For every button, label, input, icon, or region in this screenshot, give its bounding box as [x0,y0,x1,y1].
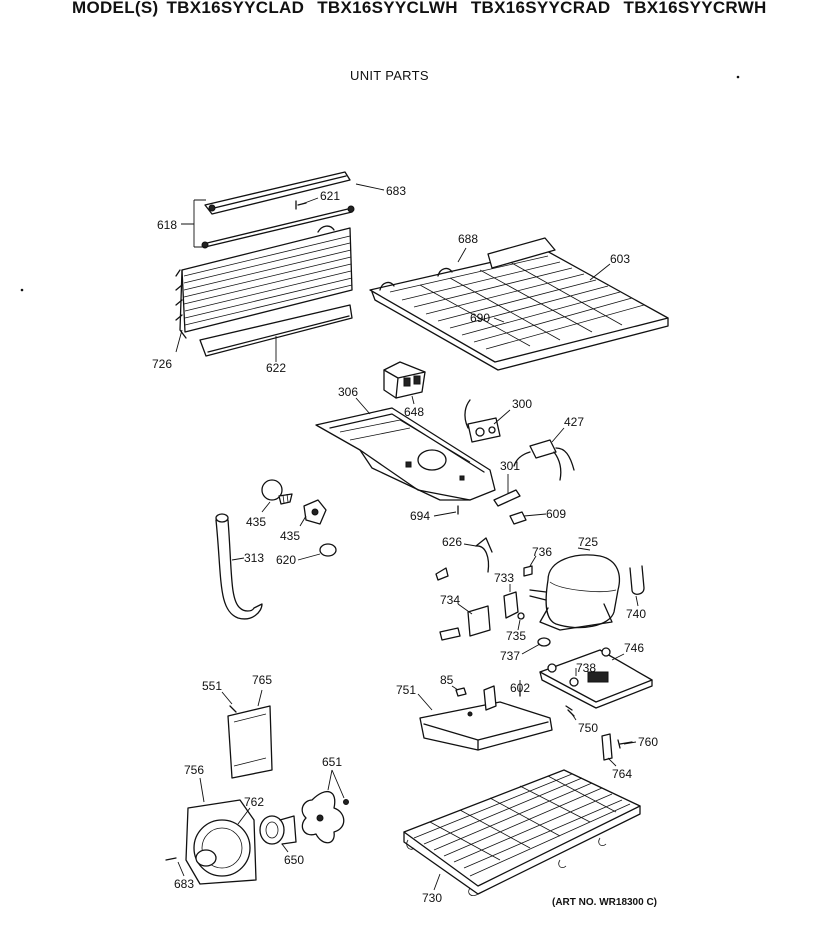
callout-551: 551 [202,679,222,693]
model-number: TBX16SYYCRAD [470,0,611,17]
callout-labels: 683 621 618 688 603 726 622 690 306 648 … [152,184,658,905]
callout-746: 746 [624,641,644,655]
callout-leaders [175,183,639,891]
part-light-socket-small [303,499,327,525]
callout-626: 626 [442,535,462,549]
model-number: TBX16SYYCLWH [317,0,458,17]
callout-300: 300 [512,397,532,411]
page-title: MODEL(S) TBX16SYYCLAD TBX16SYYCLWH TBX16S… [72,0,775,18]
callout-764: 764 [612,767,632,781]
callout-737: 737 [500,649,520,663]
callout-648: 648 [404,405,424,419]
part-fan-blade [301,790,345,844]
callout-435: 435 [280,529,300,543]
callout-762: 762 [244,795,264,809]
callout-760: 760 [638,735,658,749]
part-light-socket [493,489,521,507]
callout-603: 603 [610,252,630,266]
callout-736: 736 [532,545,552,559]
part-mount-bolt [601,733,613,761]
part-compressor [529,554,621,631]
section-title: UNIT PARTS [350,68,429,83]
callout-738: 738 [576,661,596,675]
part-wiring-harness [513,439,575,481]
part-fan-motor [259,815,297,845]
part-start-relay [503,591,519,619]
callout-730: 730 [422,891,442,905]
part-temperature-control [464,399,501,443]
callout-85: 85 [440,673,454,687]
part-fan-shroud [185,799,257,885]
callout-435: 435 [246,515,266,529]
part-overload-protector [467,605,491,637]
part-thermostat-housing [383,361,426,399]
callout-621: 621 [320,189,340,203]
part-condenser-tubing [175,171,355,357]
callout-735: 735 [506,629,526,643]
part-overload-wire [475,537,493,573]
callout-651: 651 [322,755,342,769]
part-evaporator-shelf [369,237,669,371]
callout-725: 725 [578,535,598,549]
part-drain-pan [419,685,553,751]
part-light-bulb [261,479,293,505]
callout-690: 690 [470,311,490,325]
callout-688: 688 [458,232,478,246]
callout-733: 733 [494,571,514,585]
callout-301: 301 [500,459,520,473]
callout-622: 622 [266,361,286,375]
callout-683: 683 [386,184,406,198]
callout-618: 618 [157,218,177,232]
part-control-housing [315,407,496,501]
callout-650: 650 [284,853,304,867]
callout-609: 609 [546,507,566,521]
model-number: TBX16SYYCRWH [623,0,767,17]
callout-750: 750 [578,721,598,735]
callout-734: 734 [440,593,460,607]
part-clip [629,565,645,595]
art-number: (ART NO. WR18300 C) [552,897,658,908]
part-condenser-coil [403,769,641,896]
callout-756: 756 [184,763,204,777]
callout-313: 313 [244,551,264,565]
callout-427: 427 [564,415,584,429]
model-prefix: MODEL(S) [72,0,159,17]
callout-740: 740 [626,607,646,621]
callout-602: 602 [510,681,530,695]
part-drain-tube [215,519,263,620]
callout-726: 726 [152,357,172,371]
part-base-plate [539,647,653,709]
callout-694: 694 [410,509,430,523]
callout-683: 683 [174,877,194,891]
part-drain-cap [319,543,337,557]
part-insulation-panel [227,705,273,779]
callout-620: 620 [276,553,296,567]
callout-765: 765 [252,673,272,687]
callout-306: 306 [338,385,358,399]
callout-751: 751 [396,683,416,697]
model-number: TBX16SYYCLAD [166,0,305,17]
